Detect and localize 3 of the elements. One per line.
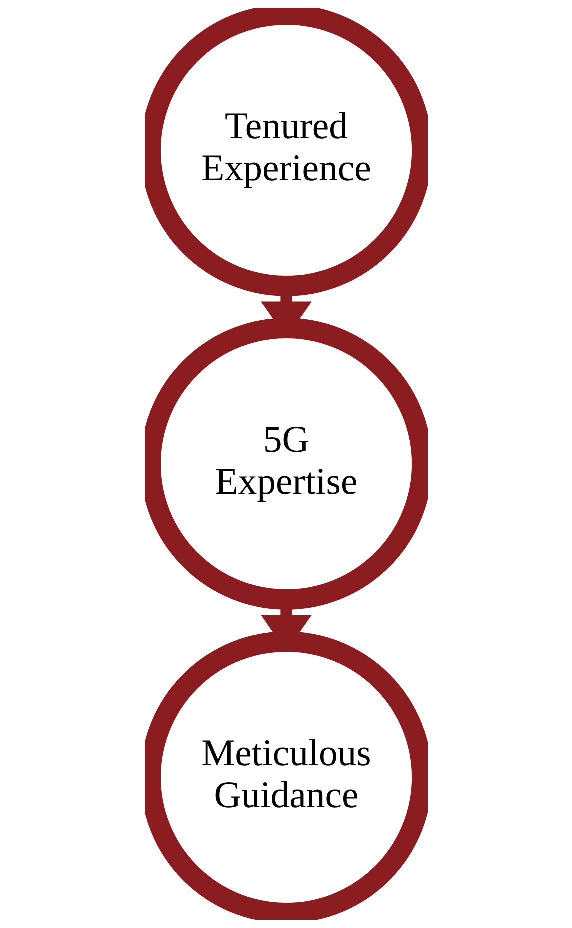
node-circle: Tenured Experience	[144, 8, 428, 296]
node-circle: 5G Expertise	[144, 318, 428, 610]
node-circle: Meticulous Guidance	[144, 632, 428, 920]
